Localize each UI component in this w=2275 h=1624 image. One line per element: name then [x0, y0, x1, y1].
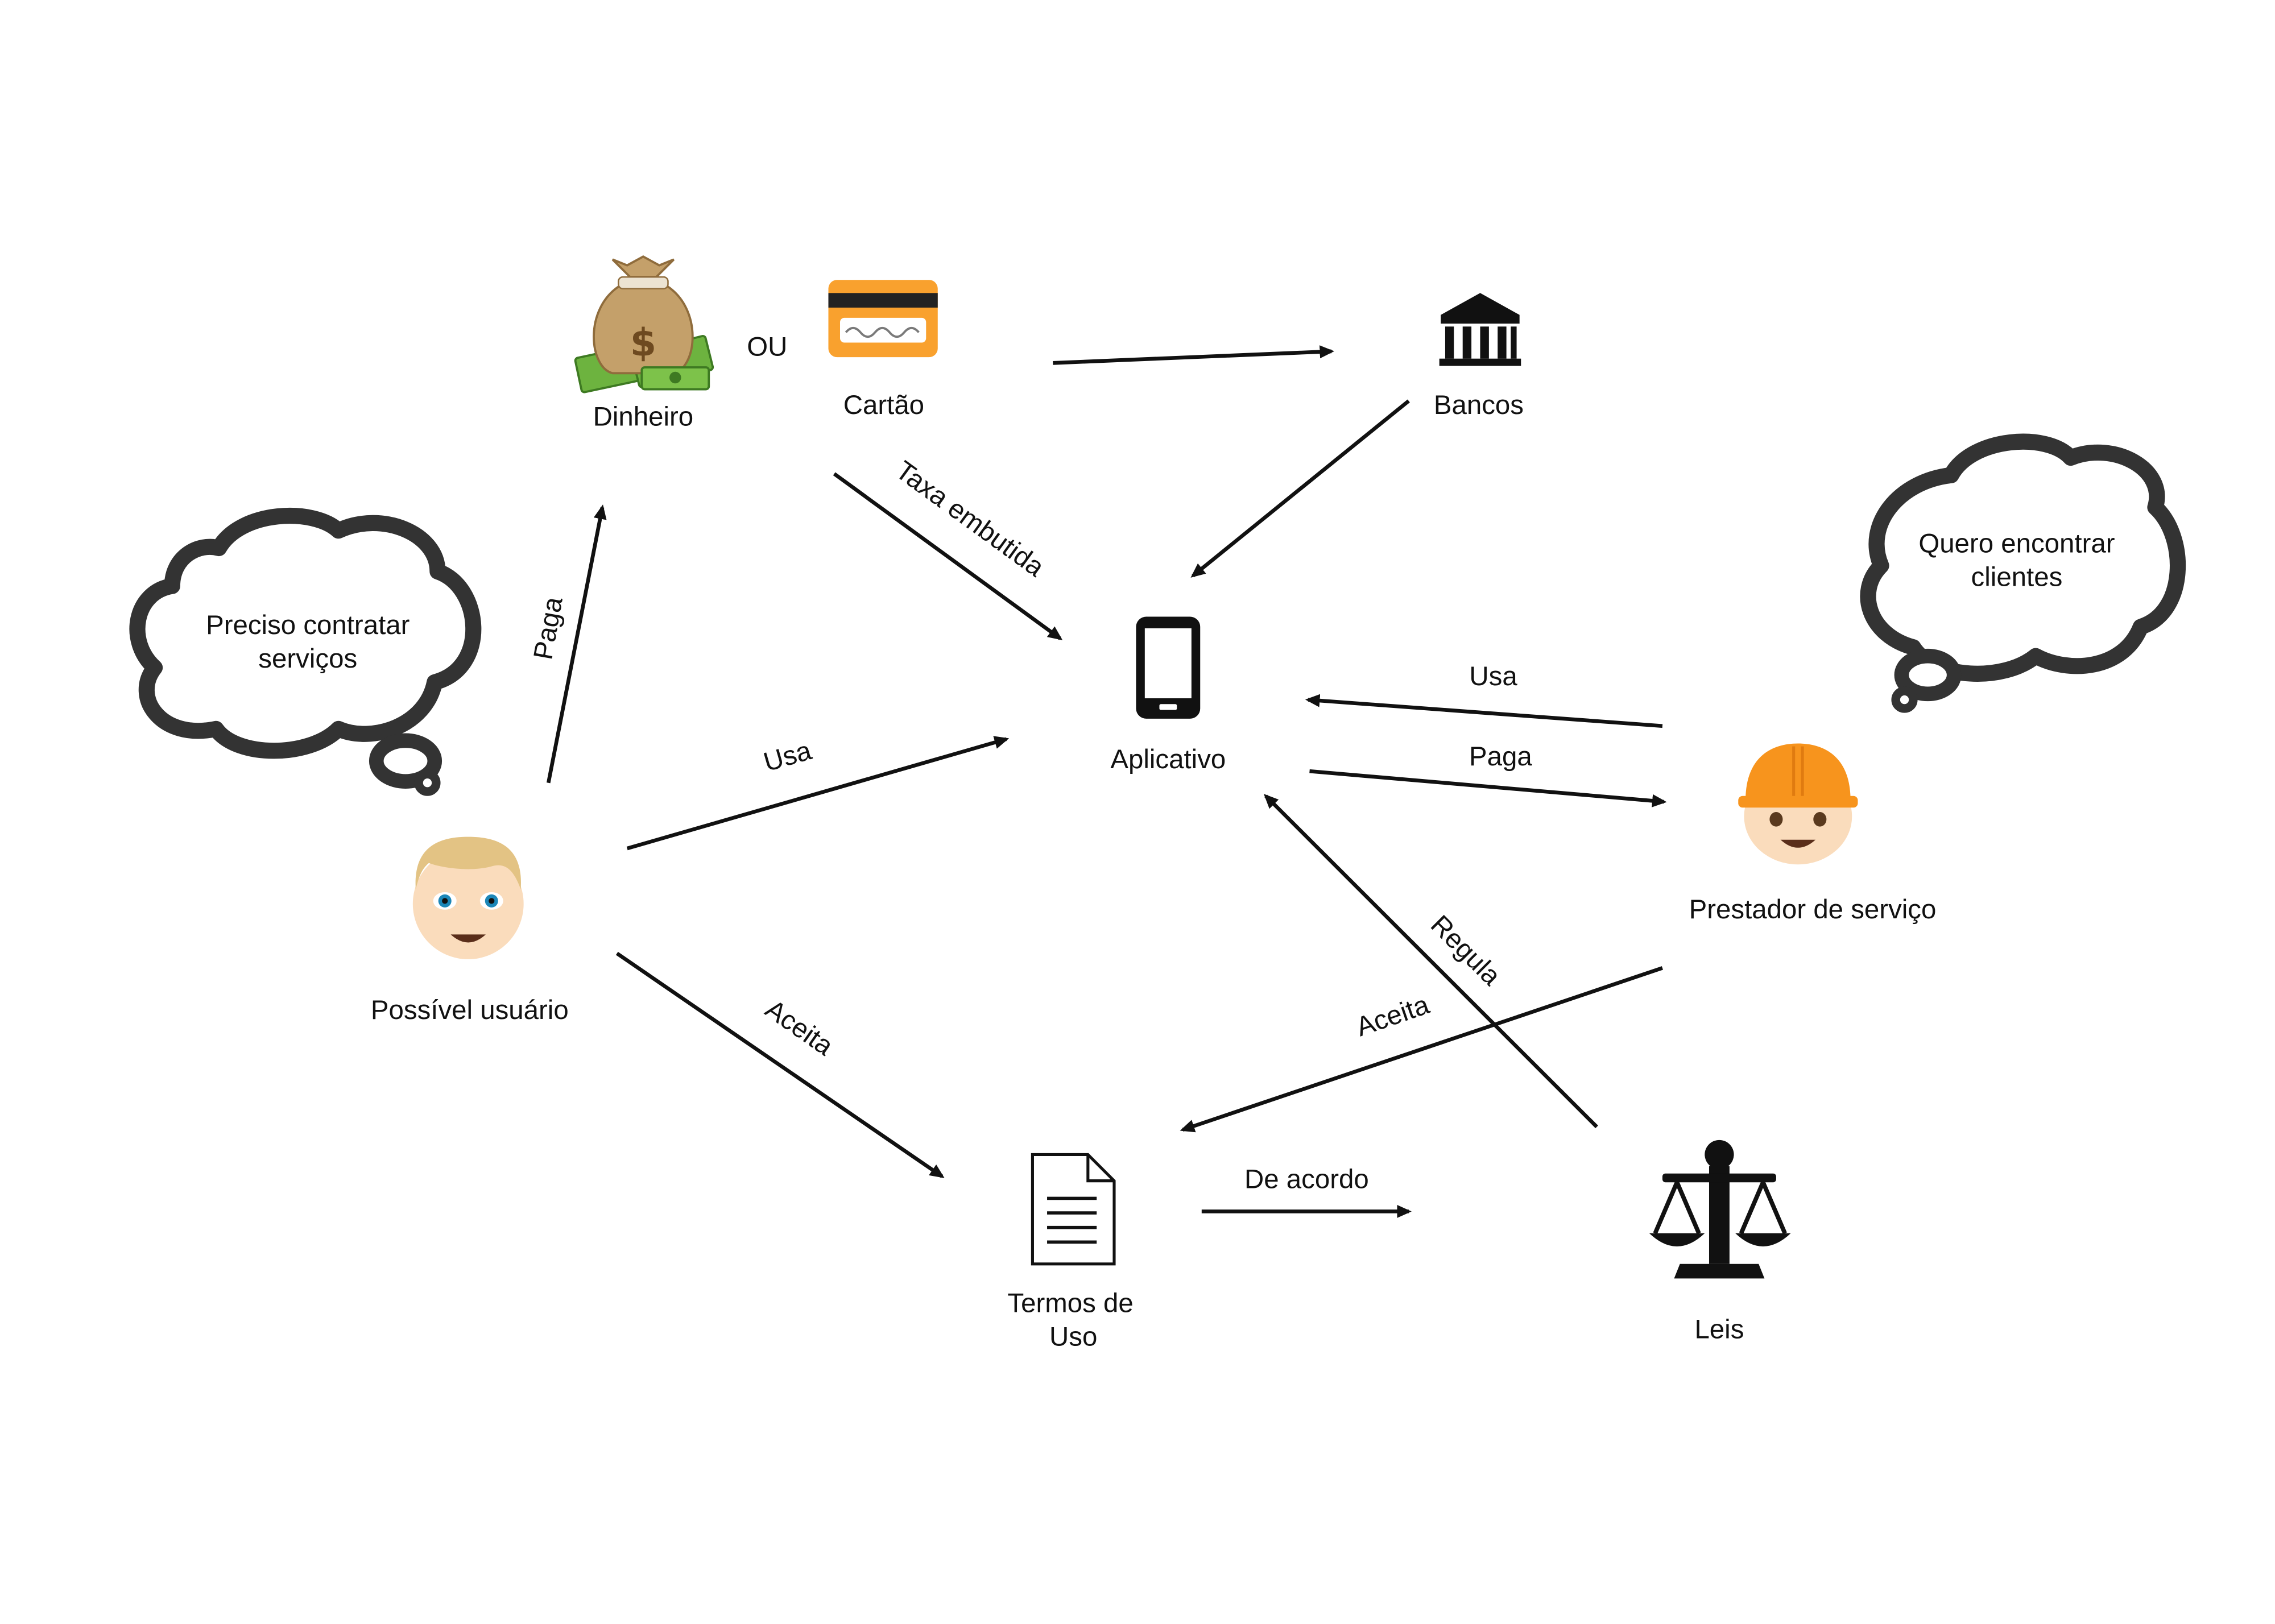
label-leis: Leis [1694, 1315, 1744, 1345]
arrow-aplicativo-paga-prestador [1309, 769, 1667, 807]
thought-text-user-line1: Preciso contratar [206, 610, 410, 640]
arrow-usuario-aceita-termos [615, 951, 945, 1178]
thought-cloud-provider [1860, 433, 2186, 682]
arrow-bancos-to-aplicativo [1190, 399, 1410, 578]
label-ou: OU [747, 332, 787, 362]
worker-icon [1738, 743, 1858, 865]
label-bancos: Bancos [1434, 390, 1524, 420]
document-icon [1031, 1153, 1116, 1266]
edge-label-de-acordo: De acordo [1244, 1164, 1369, 1194]
thought-bubble-provider: Quero encontrar clientes [1860, 433, 2186, 713]
thought-dot-large-user [369, 733, 442, 789]
user-face-icon [412, 836, 524, 959]
thought-cloud-user [129, 507, 482, 759]
edge-label-usa-usuario: Usa [760, 735, 815, 777]
smartphone-icon [1136, 616, 1201, 719]
arrow-prestador-aceita-termos [1180, 966, 1664, 1133]
edge-label-regula: Regula [1425, 910, 1507, 992]
arrow-usuario-paga-dinheiro [546, 504, 607, 784]
thought-dot-small-provider [1891, 686, 1918, 713]
label-termos-line2: Uso [1049, 1321, 1097, 1352]
arrow-usuario-usa-aplicativo [626, 736, 1010, 851]
label-prestador: Prestador de serviço [1689, 894, 1937, 925]
label-usuario: Possível usuário [371, 995, 569, 1025]
thought-text-provider-line1: Quero encontrar [1918, 529, 2115, 559]
svg-text:$: $ [630, 321, 656, 365]
thought-text-user-line2: serviços [258, 644, 357, 674]
scales-of-justice-icon [1649, 1140, 1791, 1279]
edge-label-aceita-prestador: Aceita [1352, 989, 1433, 1042]
arrow-prestador-usa-aplicativo [1305, 694, 1663, 728]
thought-dot-large-provider [1894, 648, 1962, 702]
edge-label-paga-usuario: Paga [528, 594, 569, 662]
arrow-taxa-to-aplicativo [833, 472, 1063, 640]
label-aplicativo: Aplicativo [1110, 744, 1226, 774]
arrow-cartao-to-bancos [1053, 345, 1335, 365]
credit-card-icon [828, 280, 938, 358]
thought-text-provider-line2: clientes [1971, 562, 2063, 593]
label-termos-line1: Termos de [1007, 1288, 1133, 1318]
edge-label-paga-prestador: Paga [1469, 741, 1532, 772]
edge-label-usa-prestador: Usa [1469, 661, 1517, 691]
edge-label-aceita-usuario: Aceita [760, 994, 839, 1062]
thought-dot-small-user [414, 769, 441, 796]
bank-icon [1439, 293, 1521, 366]
label-dinheiro: Dinheiro [593, 402, 694, 432]
thought-bubble-user: Preciso contratar serviços [129, 507, 482, 796]
money-bag-icon: $ [574, 255, 714, 393]
arrow-leis-regula-aplicativo [1263, 794, 1598, 1129]
label-cartao: Cartão [843, 390, 924, 420]
edge-label-taxa-embutida: Taxa embutida [890, 455, 1050, 583]
